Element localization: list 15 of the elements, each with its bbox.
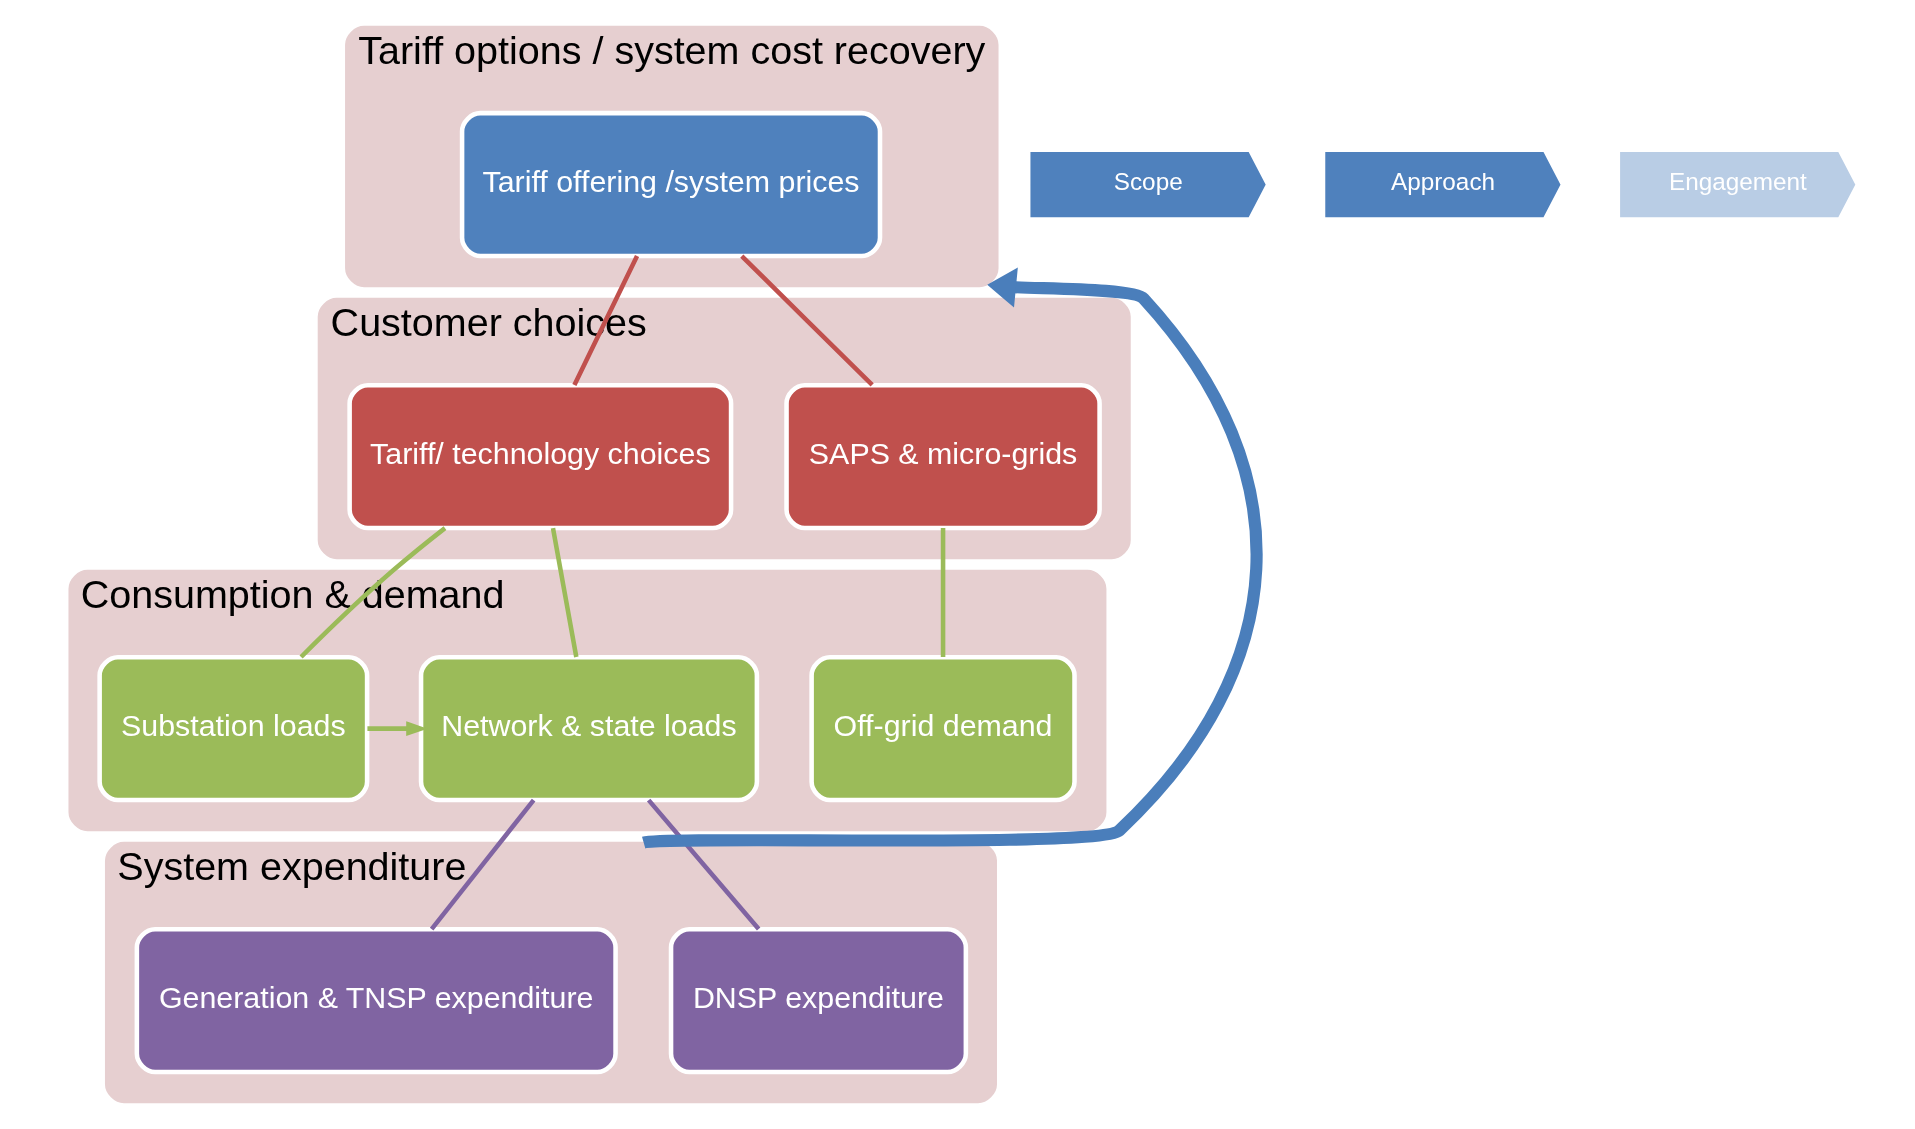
connector <box>646 798 761 931</box>
node-box: Tariff offering /system prices <box>459 110 883 259</box>
node-box: Tariff/ technology choices <box>347 382 734 531</box>
connector <box>429 798 536 931</box>
node-box: Network & state loads <box>418 654 760 803</box>
node-box: Generation & TNSP expenditure <box>134 926 618 1075</box>
node-box: Substation loads <box>97 654 370 803</box>
connector <box>940 528 946 657</box>
connector <box>299 526 447 659</box>
connector <box>550 527 579 658</box>
connector <box>740 254 874 387</box>
node-box: DNSP expenditure <box>668 926 969 1075</box>
node-box: SAPS & micro-grids <box>784 382 1102 531</box>
arrow <box>643 267 1263 849</box>
node-box: Off-grid demand <box>809 654 1077 803</box>
